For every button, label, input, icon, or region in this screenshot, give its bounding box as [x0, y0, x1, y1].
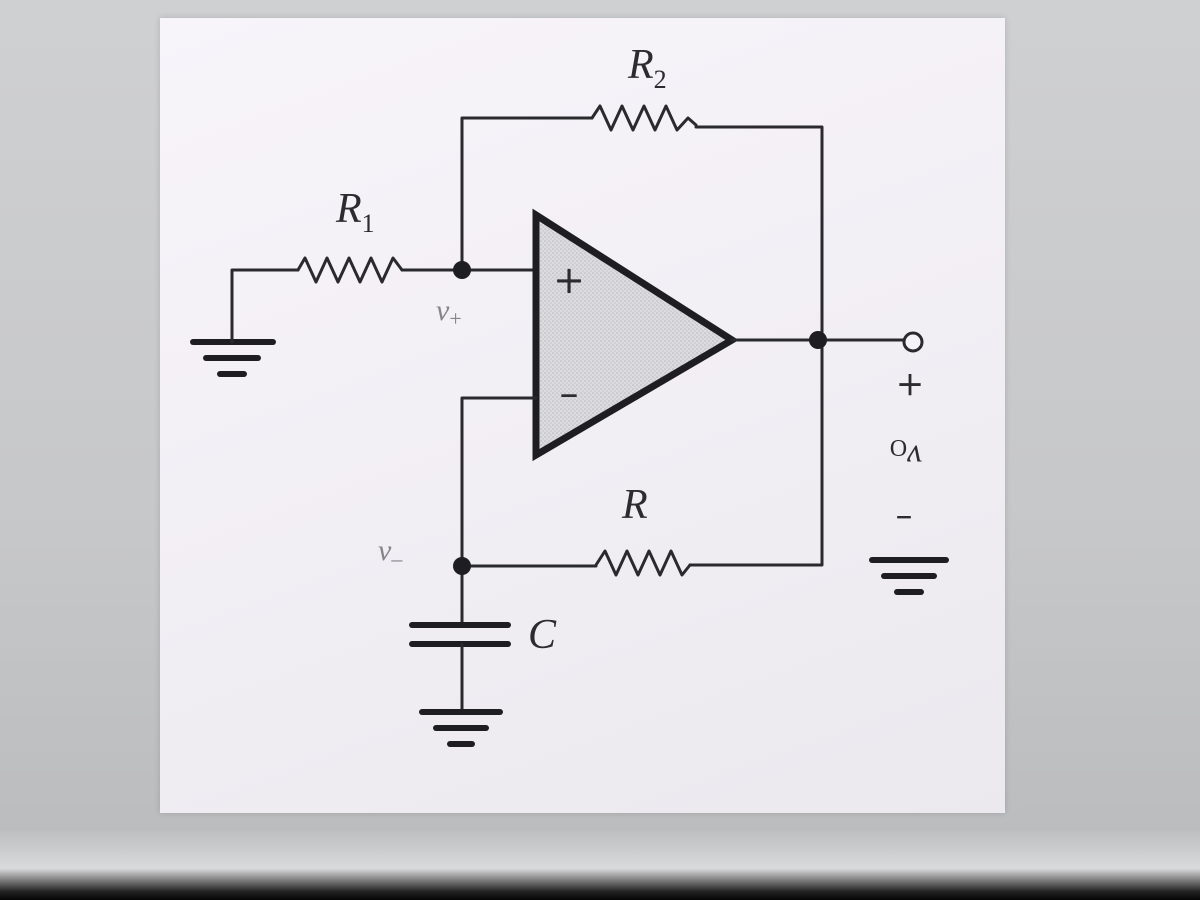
label-r1: R1 — [335, 186, 375, 238]
opamp-plus-sign: + — [553, 258, 585, 302]
resistor-r — [594, 549, 692, 577]
capacitor-c — [409, 622, 511, 647]
ground-symbol-output — [869, 557, 949, 595]
ground-symbol-left — [190, 339, 276, 377]
output-minus-sign: – — [896, 499, 913, 539]
label-r: R — [621, 482, 648, 528]
opamp-minus-sign: – — [560, 371, 579, 415]
wire-ground-to-r1 — [230, 268, 300, 344]
label-v-out: vO — [890, 434, 922, 475]
node-vminus-dot — [453, 557, 471, 575]
label-r2: R2 — [627, 42, 667, 94]
output-plus-sign: + — [896, 365, 925, 405]
wire-output-to-r — [688, 338, 824, 567]
wire-vplus-to-r2 — [460, 116, 594, 272]
circuit-diagram: + – R2 R1 R C v+ v– + vO — [190, 42, 949, 747]
wire-r2-to-output — [694, 125, 824, 342]
output-terminal — [902, 331, 924, 353]
label-c: C — [528, 612, 557, 658]
diagram-panel: + – R2 R1 R C v+ v– + vO — [160, 18, 1005, 813]
node-output-dot — [809, 331, 827, 349]
resistor-r2 — [590, 104, 698, 132]
node-vplus-dot — [453, 261, 471, 279]
ground-symbol-bottom — [419, 709, 503, 747]
monitor-bezel — [0, 830, 1200, 900]
resistor-r1 — [296, 256, 404, 284]
label-v-minus: v– — [378, 534, 403, 571]
wire-minus-input — [460, 396, 538, 624]
label-v-plus: v+ — [436, 294, 462, 331]
opamp-triangle — [532, 208, 739, 462]
